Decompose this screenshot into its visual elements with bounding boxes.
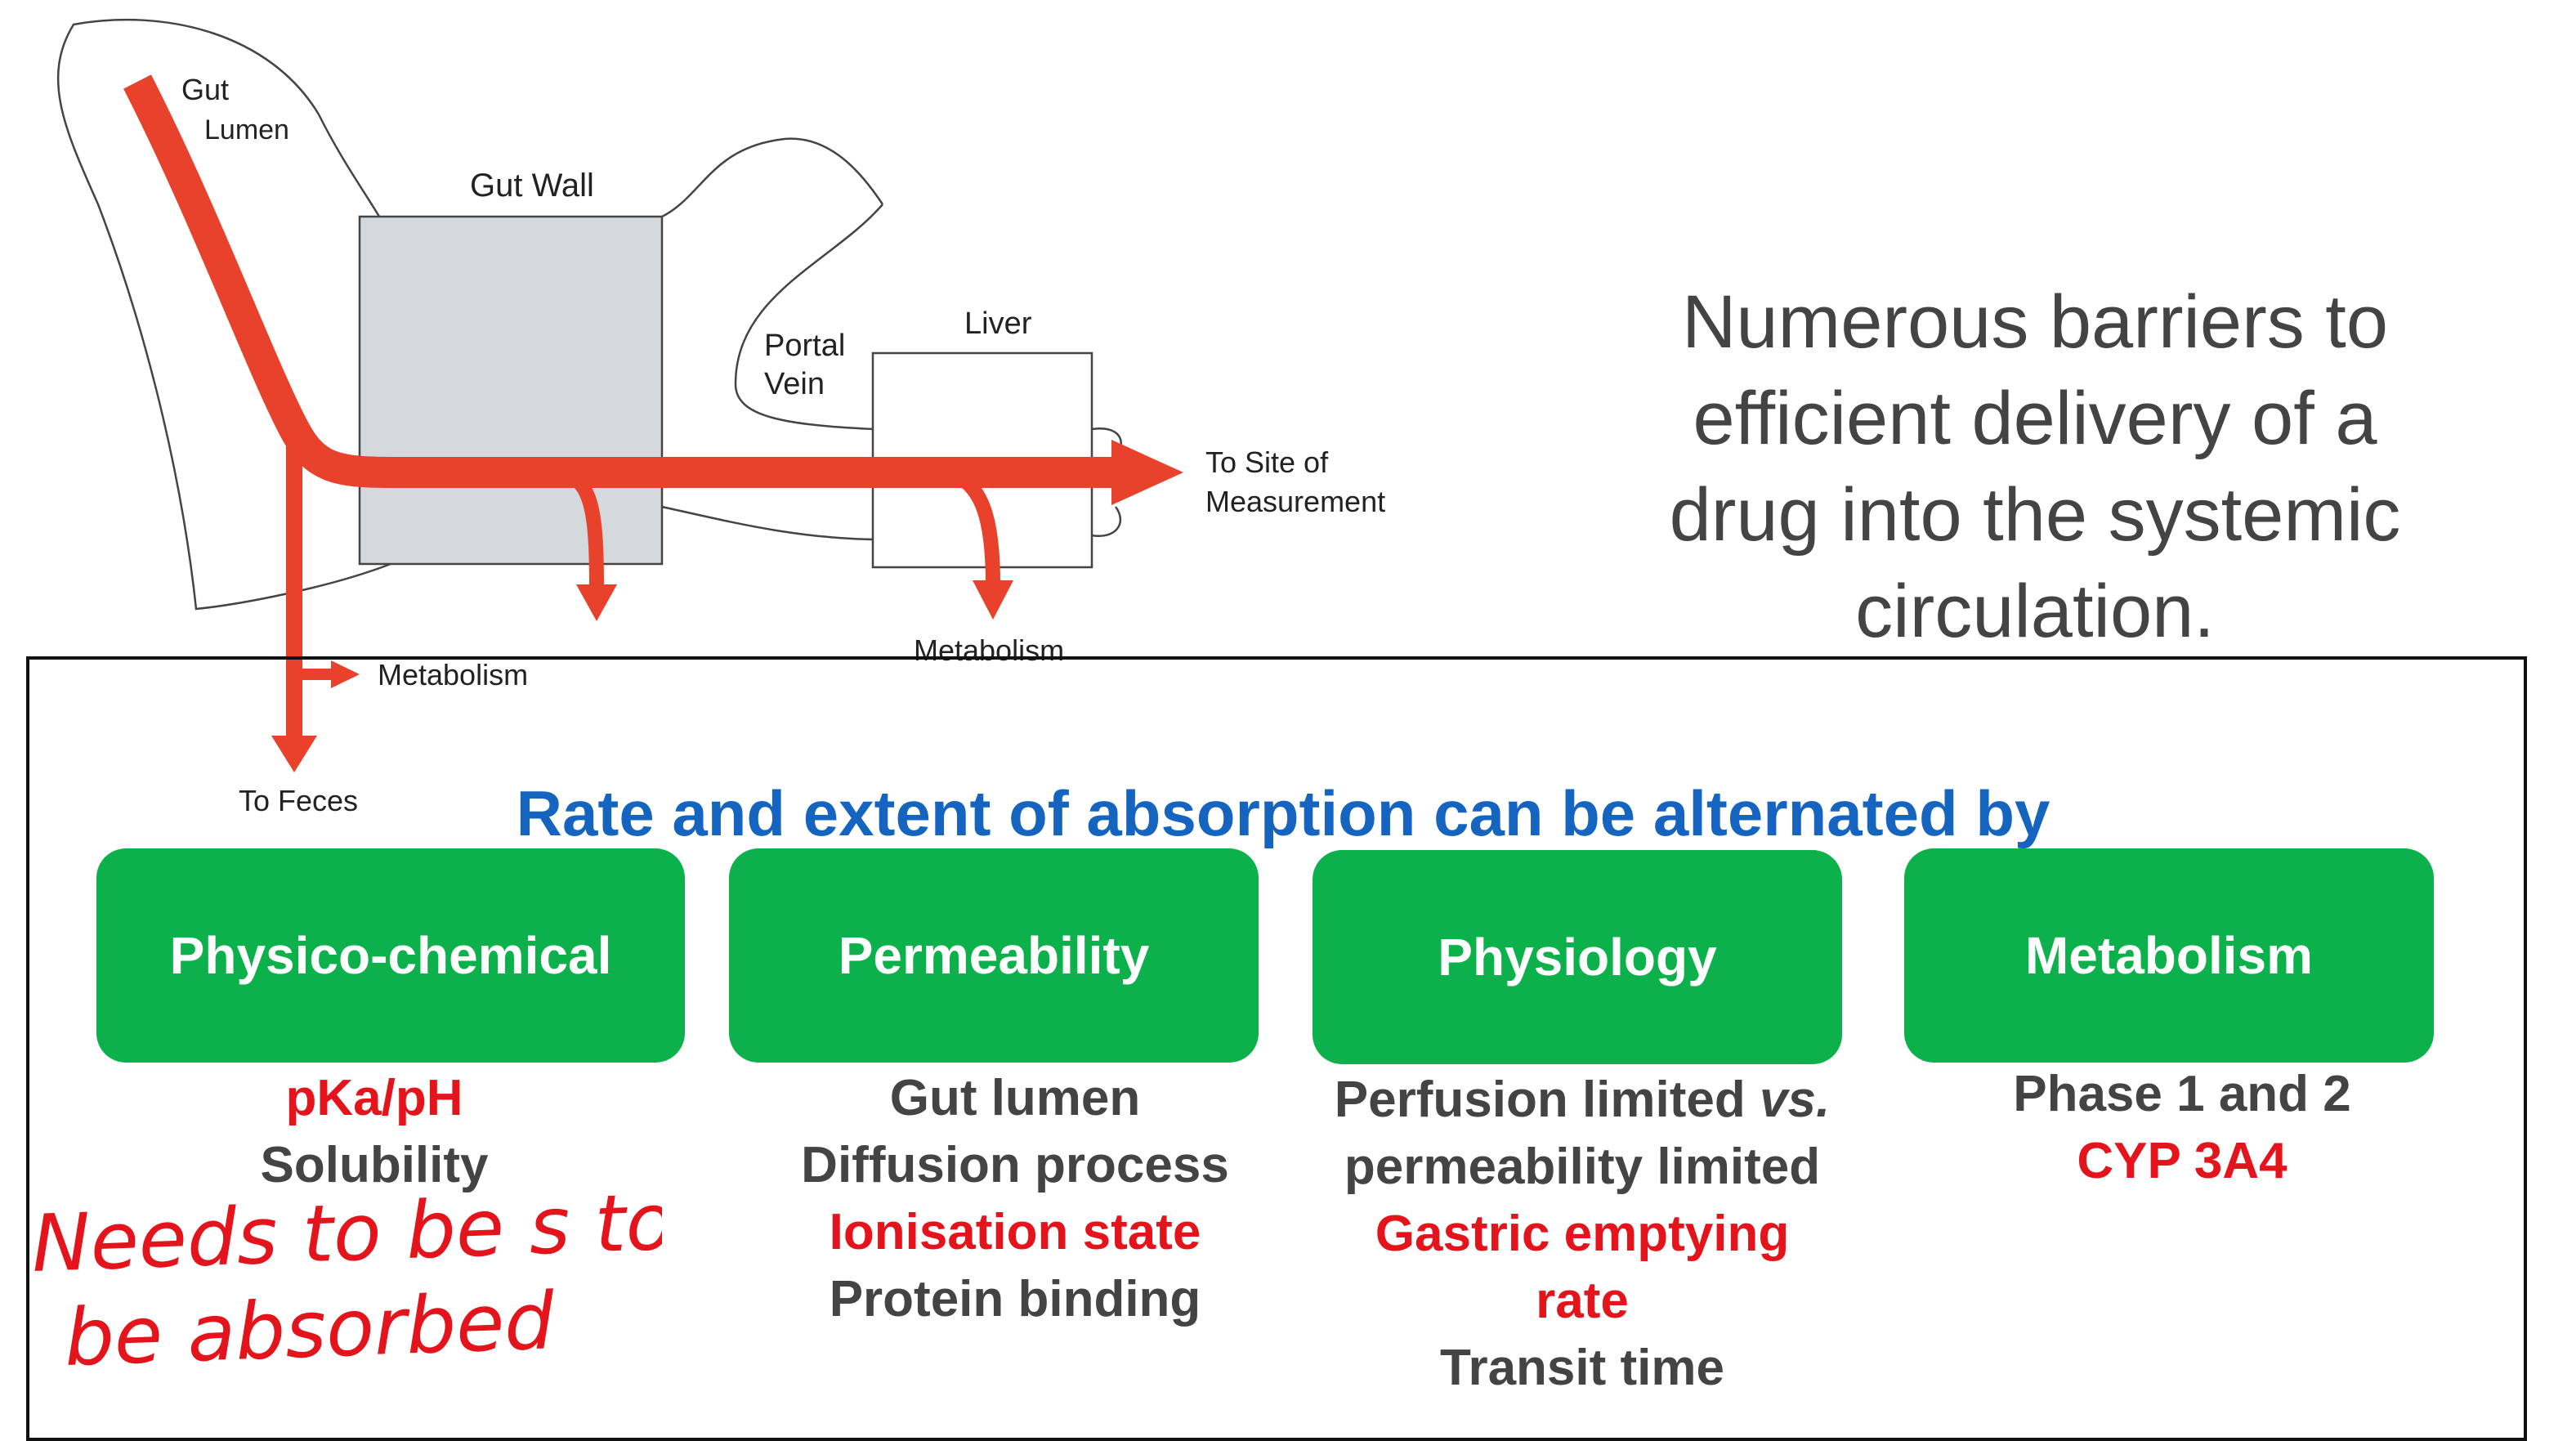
factor-item-italic: vs. [1760, 1072, 1831, 1128]
factor-box-physico-chemical: Physico-chemical [96, 848, 685, 1063]
factor-list-physiology: Perfusion limited vs. permeability limit… [1288, 1067, 1876, 1402]
label-liver: Liver [964, 307, 1032, 341]
factor-list-physico-chemical: pKa/pH Solubility [96, 1065, 652, 1199]
label-gut-wall: Gut Wall [470, 168, 594, 204]
factor-item: Phase 1 and 2 [2013, 1066, 2351, 1122]
factor-title: Physico-chemical [169, 926, 612, 985]
flow-liver-branch [946, 465, 1000, 585]
factor-box-permeability: Permeability [729, 848, 1259, 1063]
factor-title: Metabolism [2024, 926, 2314, 985]
factor-list-permeability: Gut lumen Diffusion process Ionisation s… [729, 1065, 1301, 1333]
label-lumen: Lumen [204, 114, 289, 145]
factor-item: permeability limited [1344, 1139, 1821, 1195]
factor-title: Permeability [838, 926, 1150, 985]
handwritten-annotation: Needs to be s to be absorbed [30, 1189, 662, 1384]
factor-box-metabolism: Metabolism [1904, 848, 2434, 1063]
flow-arrowhead-feces [271, 736, 317, 772]
handwritten-line: be absorbed [63, 1275, 557, 1384]
flow-gut-wall-branch [561, 465, 604, 589]
factor-list-metabolism: Phase 1 and 2 CYP 3A4 [1904, 1061, 2460, 1195]
flow-arrowhead-site [1111, 440, 1183, 505]
factor-item: CYP 3A4 [2077, 1133, 2288, 1189]
flow-arrowhead-liver [973, 580, 1013, 620]
label-feces: To Feces [239, 784, 358, 817]
label-site-1: To Site of [1205, 445, 1329, 479]
factor-item: Transit time [1440, 1340, 1724, 1396]
gut-wall-block [358, 215, 664, 566]
factor-item: Solubility [260, 1137, 489, 1193]
factor-item: Gut lumen [889, 1070, 1141, 1126]
statement-line: drug into the systemic [1669, 473, 2401, 557]
factor-item: Diffusion process [801, 1137, 1229, 1193]
flow-arrowhead-gut-metabolism [331, 660, 360, 688]
barriers-statement: Numerous barriers to efficient delivery … [1536, 274, 2534, 660]
absorption-pathway-diagram: Gut Lumen Gut Wall Portal Vein Liver To … [56, 18, 1385, 817]
statement-line: circulation. [1855, 570, 2215, 653]
label-site-2: Measurement [1205, 485, 1385, 518]
factor-item: Ionisation state [829, 1204, 1201, 1260]
factor-item-text: Perfusion limited [1334, 1072, 1760, 1128]
label-portal-vein-1: Portal [764, 329, 845, 363]
factor-item: Protein binding [829, 1271, 1201, 1327]
label-portal-vein-2: Vein [764, 367, 825, 401]
gut-lumen-outline [56, 18, 392, 611]
factor-item: pKa/pH [285, 1070, 463, 1126]
statement-line: efficient delivery of a [1693, 377, 2377, 460]
label-metabolism-liver: Metabolism [914, 633, 1064, 667]
factor-item: Perfusion limited vs. [1288, 1067, 1876, 1134]
factor-item: rate [1536, 1273, 1629, 1329]
label-metabolism-gut: Metabolism [378, 658, 528, 691]
flow-main [123, 74, 1120, 488]
flow-arrowhead-gut-wall [576, 584, 617, 621]
portal-vein-outline [661, 137, 884, 541]
factor-title: Physiology [1438, 928, 1717, 987]
statement-line: Numerous barriers to [1681, 280, 2389, 364]
factor-item: Gastric emptying [1375, 1206, 1790, 1262]
panel-heading: Rate and extent of absorption can be alt… [516, 777, 2051, 849]
factor-box-physiology: Physiology [1313, 850, 1842, 1064]
label-gut: Gut [181, 73, 229, 106]
handwritten-line: Needs to be s to [30, 1189, 662, 1290]
